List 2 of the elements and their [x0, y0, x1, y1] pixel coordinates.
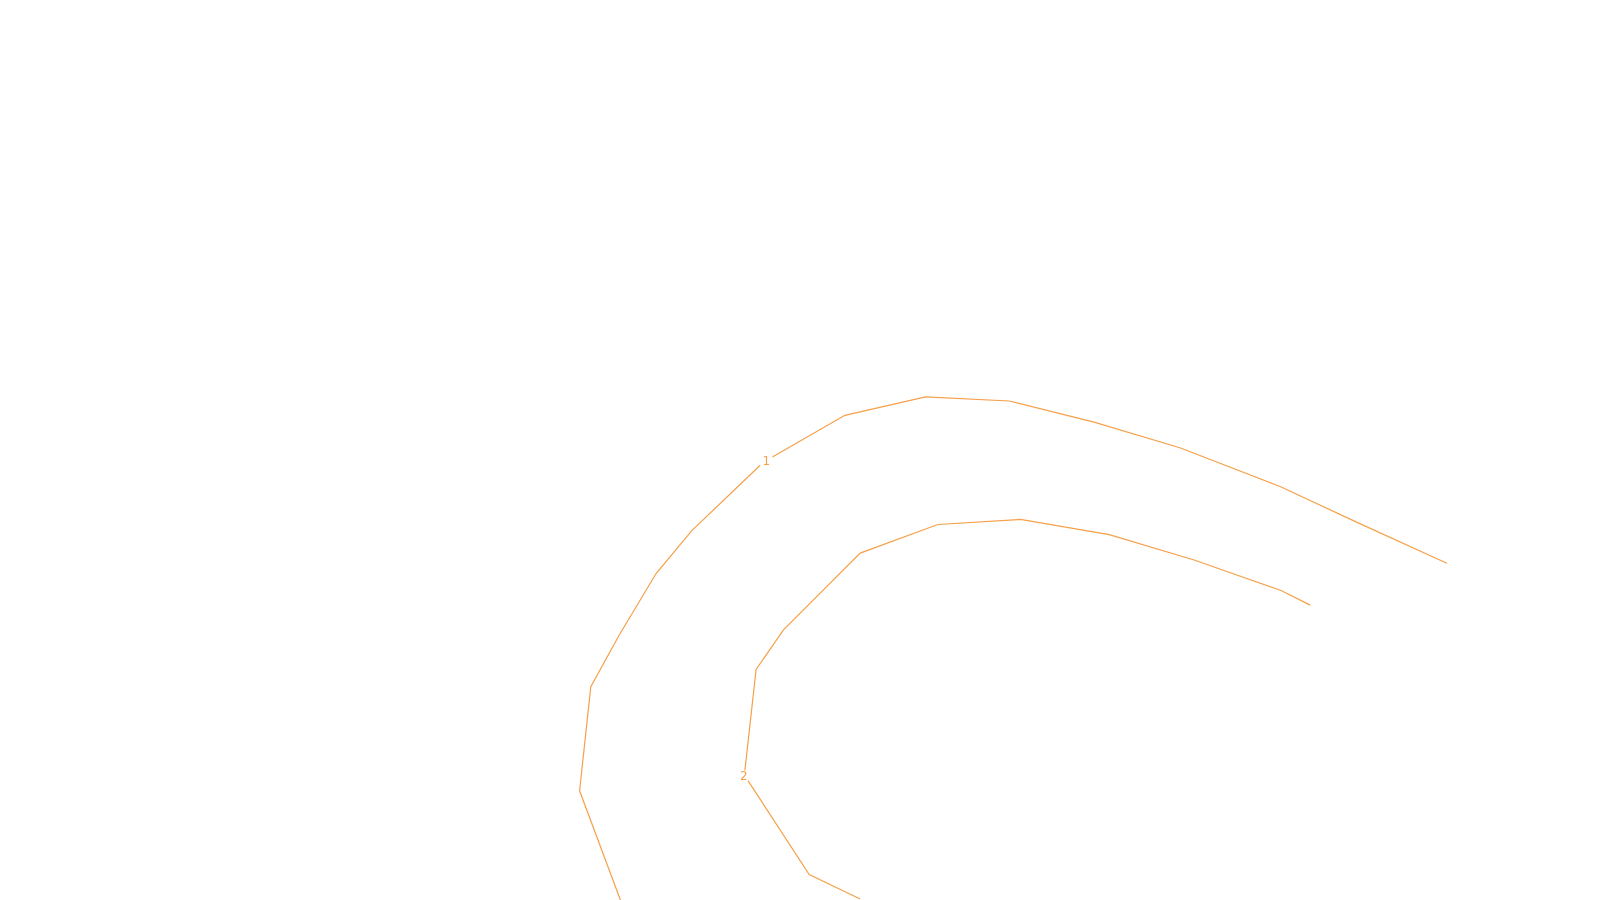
contour-label: 1 — [762, 455, 771, 468]
contour-label: 2 — [740, 769, 748, 782]
